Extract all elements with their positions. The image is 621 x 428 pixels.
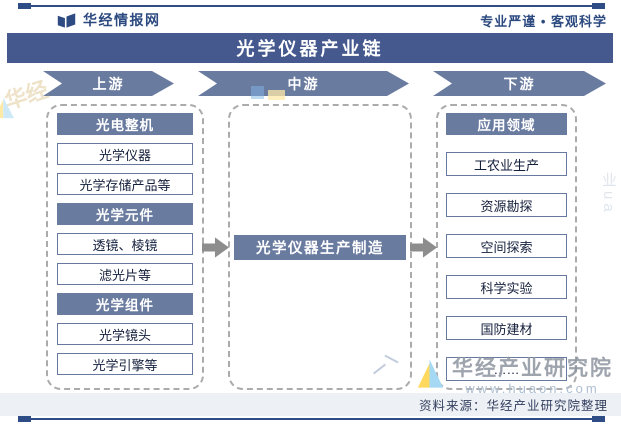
stage-label: 上游: [92, 75, 125, 92]
chain-item: 光学引擎等: [57, 353, 193, 375]
top-divider: [18, 3, 605, 9]
chain-item: 资源勘探: [446, 193, 567, 217]
brand-row: 华经情报网 专业严谨 • 客观科学: [0, 9, 621, 31]
upstream-panel: 光电整机 光学仪器 光学存储产品等 光学元件 透镜、棱镜 滤光片等 光学组件 光…: [46, 104, 204, 390]
section-header: 光电整机: [57, 113, 193, 135]
bottom-divider: [18, 416, 605, 422]
chain-item: 光学存储产品等: [57, 173, 193, 195]
faint-watermark-text: 业ua: [600, 172, 617, 216]
divider-endcap: [18, 416, 31, 422]
chain-item: 科学实验: [446, 275, 567, 299]
faint-watermark-logo-icon: [0, 95, 17, 128]
section-header: 应用领域: [446, 113, 567, 135]
section-header: 光学元件: [57, 203, 193, 225]
divider-endcap: [18, 3, 31, 9]
section-header: 光学组件: [57, 293, 193, 315]
stage-ribbon-upstream: 上游: [43, 71, 174, 96]
watermark-url: www.huaon.com: [465, 381, 600, 397]
brand-book-logo-icon: [57, 12, 76, 29]
watermark-name: 华经产业研究院: [452, 357, 613, 380]
downstream-panel: 应用领域 工农业生产 资源勘探 空间探索 科学实验 国防建材 ……: [436, 104, 577, 390]
divider-endcap: [592, 416, 605, 422]
watermark-logo-icon: [414, 357, 447, 398]
title-bar: 光学仪器产业链: [7, 33, 613, 63]
source-strip: 资料来源：华经产业研究院整理: [0, 393, 621, 416]
flow-arrow-upstream-to-midstream: [202, 237, 229, 258]
chain-item: 工农业生产: [446, 152, 567, 176]
chain-item: 滤光片等: [57, 263, 193, 285]
chain-item: ……: [446, 357, 567, 381]
midstream-panel: 光学仪器生产制造: [228, 104, 412, 390]
watermark-texts: 华经产业研究院 www.huaon.com: [452, 357, 613, 396]
chain-item: 空间探索: [446, 234, 567, 258]
watermark: 华经产业研究院 www.huaon.com: [414, 357, 613, 398]
stage-ribbon-midstream: 中游: [198, 71, 409, 96]
stage-label: 中游: [287, 75, 320, 92]
chain-item: 光学镜头: [57, 323, 193, 345]
chain-item: 国防建材: [446, 316, 567, 340]
brand-name: 华经情报网: [83, 12, 161, 28]
midstream-node: 光学仪器生产制造: [234, 234, 406, 260]
flow-arrow-midstream-to-downstream: [410, 237, 437, 258]
divider-endcap: [592, 3, 605, 9]
chain-item: 透镜、棱镜: [57, 233, 193, 255]
chain-item: 光学仪器: [57, 143, 193, 165]
faint-watermark-text: 华经: [1, 76, 52, 115]
stage-ribbon-downstream: 下游: [433, 71, 606, 96]
source-note: 资料来源：华经产业研究院整理: [418, 399, 608, 413]
stage-label: 下游: [503, 75, 536, 92]
brand-tagline: 专业严谨 • 客观科学: [480, 13, 607, 29]
page-title: 光学仪器产业链: [236, 39, 384, 59]
brand: 华经情报网: [57, 10, 161, 30]
